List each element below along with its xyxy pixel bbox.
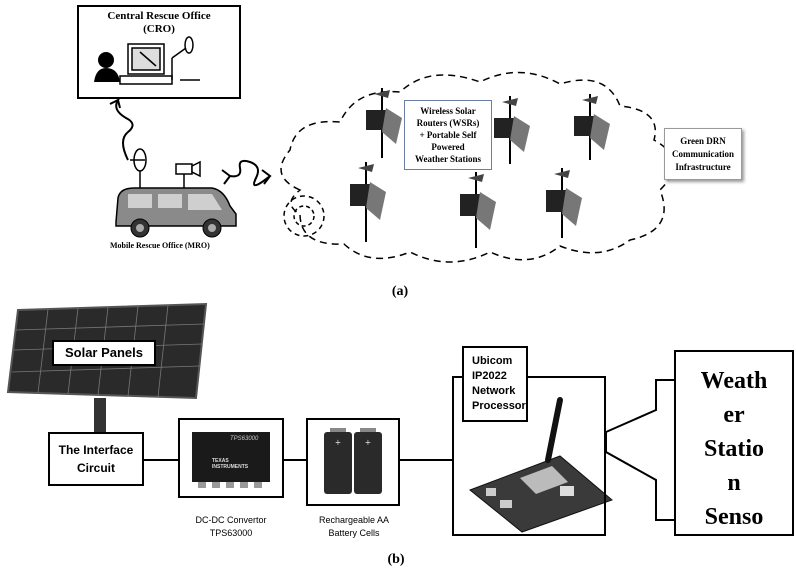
- wireless-link-mro: [221, 159, 272, 187]
- solar-panel-icon: [6, 302, 208, 434]
- drn-cloud: [280, 71, 675, 263]
- weather-station-icon: [366, 88, 402, 158]
- dcdc-caption: DC-DC Convertor TPS63000: [184, 514, 278, 540]
- sensor-line5: Senso: [704, 504, 764, 530]
- green-drn-line3: Infrastructure: [675, 162, 731, 172]
- weather-station-icon: [546, 168, 582, 238]
- weather-station-icon: [350, 162, 386, 242]
- camera-icon: [175, 160, 201, 188]
- sensor-line1: Weath: [700, 368, 768, 394]
- caption-b: (b): [387, 552, 405, 567]
- dcdc-box: [178, 418, 284, 498]
- wireless-link-cro: [109, 97, 134, 161]
- dish-antenna-icon: [171, 36, 200, 81]
- network-board-icon: [469, 397, 613, 533]
- operator-figure: [94, 52, 120, 82]
- weather-station-icon: [460, 172, 496, 248]
- cro-title-line1: Central Rescue Office: [107, 10, 211, 22]
- battery-line2: Battery Cells: [328, 528, 380, 538]
- dashed-ring-inner: [293, 205, 315, 227]
- green-drn-line1: Green DRN: [680, 136, 726, 146]
- green-drn-box: Green DRN Communication Infrastructure: [664, 128, 742, 180]
- ubicom-line1: Ubicom: [472, 355, 513, 367]
- van-icon: [115, 187, 237, 238]
- chip-brand-line1: TEXAS: [212, 458, 229, 464]
- cro-title: Central Rescue Office (CRO): [80, 10, 238, 36]
- battery-line1: Rechargeable AA: [318, 515, 390, 525]
- dcdc-line2: TPS63000: [209, 528, 253, 538]
- processor-box: [452, 376, 606, 536]
- sensor-line4: n: [727, 470, 741, 496]
- car-dish-icon: [130, 148, 147, 188]
- dcdc-line1: DC-DC Convertor: [195, 515, 267, 525]
- svg-text:+: +: [365, 438, 371, 449]
- ubicom-label-box: Ubicom IP2022 Network Processor: [462, 346, 528, 422]
- weather-station-icon: [494, 96, 530, 164]
- battery-caption: Rechargeable AA Battery Cells: [304, 514, 404, 540]
- sensor-line3: Statio: [704, 436, 764, 462]
- mro-label: Mobile Rescue Office (MRO): [110, 241, 210, 250]
- ubicom-line4: Processor: [472, 400, 526, 412]
- interface-circuit-box: The Interface Circuit: [48, 432, 144, 486]
- chip-brand: TEXAS INSTRUMENTS: [212, 458, 248, 470]
- cro-title-line2: (CRO): [143, 23, 175, 35]
- sensor-line2: er: [723, 402, 745, 428]
- wsr-line2: Routers (WSRs): [416, 118, 480, 128]
- chip-brand-line2: INSTRUMENTS: [212, 464, 249, 470]
- battery-box: [306, 418, 400, 506]
- green-drn-line2: Communication: [671, 149, 734, 159]
- wsr-line5: Weather Stations: [414, 154, 482, 164]
- weather-station-icon: [574, 94, 610, 160]
- interface-line1: The Interface: [58, 443, 134, 457]
- dcdc-chip-icon: [192, 432, 270, 488]
- caption-a: (a): [391, 284, 409, 299]
- ubicom-line2: IP2022: [472, 370, 507, 382]
- aa-battery-icon: +: [324, 428, 352, 494]
- monitor-icon: [119, 43, 173, 85]
- dashed-ring-outer: [283, 195, 325, 237]
- wsr-line3: + Portable Self: [419, 130, 477, 140]
- weather-sensor-box: Weath er Statio n Senso: [674, 350, 794, 536]
- wsr-line1: Wireless Solar: [420, 106, 476, 116]
- chip-marking: TPS63000: [230, 436, 259, 442]
- interface-line2: Circuit: [76, 461, 115, 475]
- wsr-label-box: Wireless Solar Routers (WSRs) + Portable…: [404, 100, 492, 170]
- svg-text:+: +: [335, 438, 341, 449]
- ubicom-line3: Network: [472, 385, 516, 397]
- wsr-line4: Powered: [431, 142, 465, 152]
- solar-panels-label: Solar Panels: [52, 340, 156, 366]
- sensor-arrow-connector: [605, 379, 677, 521]
- aa-battery-icon: +: [354, 428, 382, 494]
